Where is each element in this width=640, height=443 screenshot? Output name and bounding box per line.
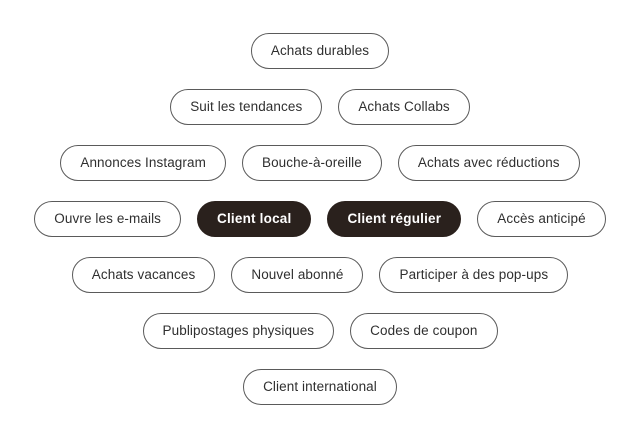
tag-pill[interactable]: Participer à des pop-ups <box>379 257 569 293</box>
tag-pill[interactable]: Suit les tendances <box>170 89 323 125</box>
tag-pill[interactable]: Achats avec réductions <box>397 145 580 181</box>
tag-pill[interactable]: Client international <box>243 369 397 405</box>
tag-pill-selected[interactable]: Client local <box>197 201 312 237</box>
tag-pill[interactable]: Achats vacances <box>71 257 216 293</box>
tag-row: Suit les tendances Achats Collabs <box>0 89 640 125</box>
tag-pill[interactable]: Achats durables <box>250 33 390 69</box>
tag-pill[interactable]: Accès anticipé <box>477 201 606 237</box>
tag-row: Client international <box>0 369 640 405</box>
tag-pill[interactable]: Codes de coupon <box>350 313 498 349</box>
tag-row: Ouvre les e-mails Client local Client ré… <box>0 201 640 237</box>
tag-row: Annonces Instagram Bouche-à-oreille Acha… <box>0 145 640 181</box>
tag-pill[interactable]: Nouvel abonné <box>231 257 364 293</box>
tag-pill[interactable]: Bouche-à-oreille <box>241 145 382 181</box>
tag-pill[interactable]: Publipostages physiques <box>142 313 335 349</box>
tag-pill[interactable]: Ouvre les e-mails <box>34 201 182 237</box>
tag-row: Publipostages physiques Codes de coupon <box>0 313 640 349</box>
tag-row: Achats vacances Nouvel abonné Participer… <box>0 257 640 293</box>
tag-pill-selected[interactable]: Client régulier <box>327 201 462 237</box>
tag-pill[interactable]: Achats Collabs <box>338 89 470 125</box>
tag-row: Achats durables <box>0 33 640 69</box>
tag-pill[interactable]: Annonces Instagram <box>60 145 226 181</box>
